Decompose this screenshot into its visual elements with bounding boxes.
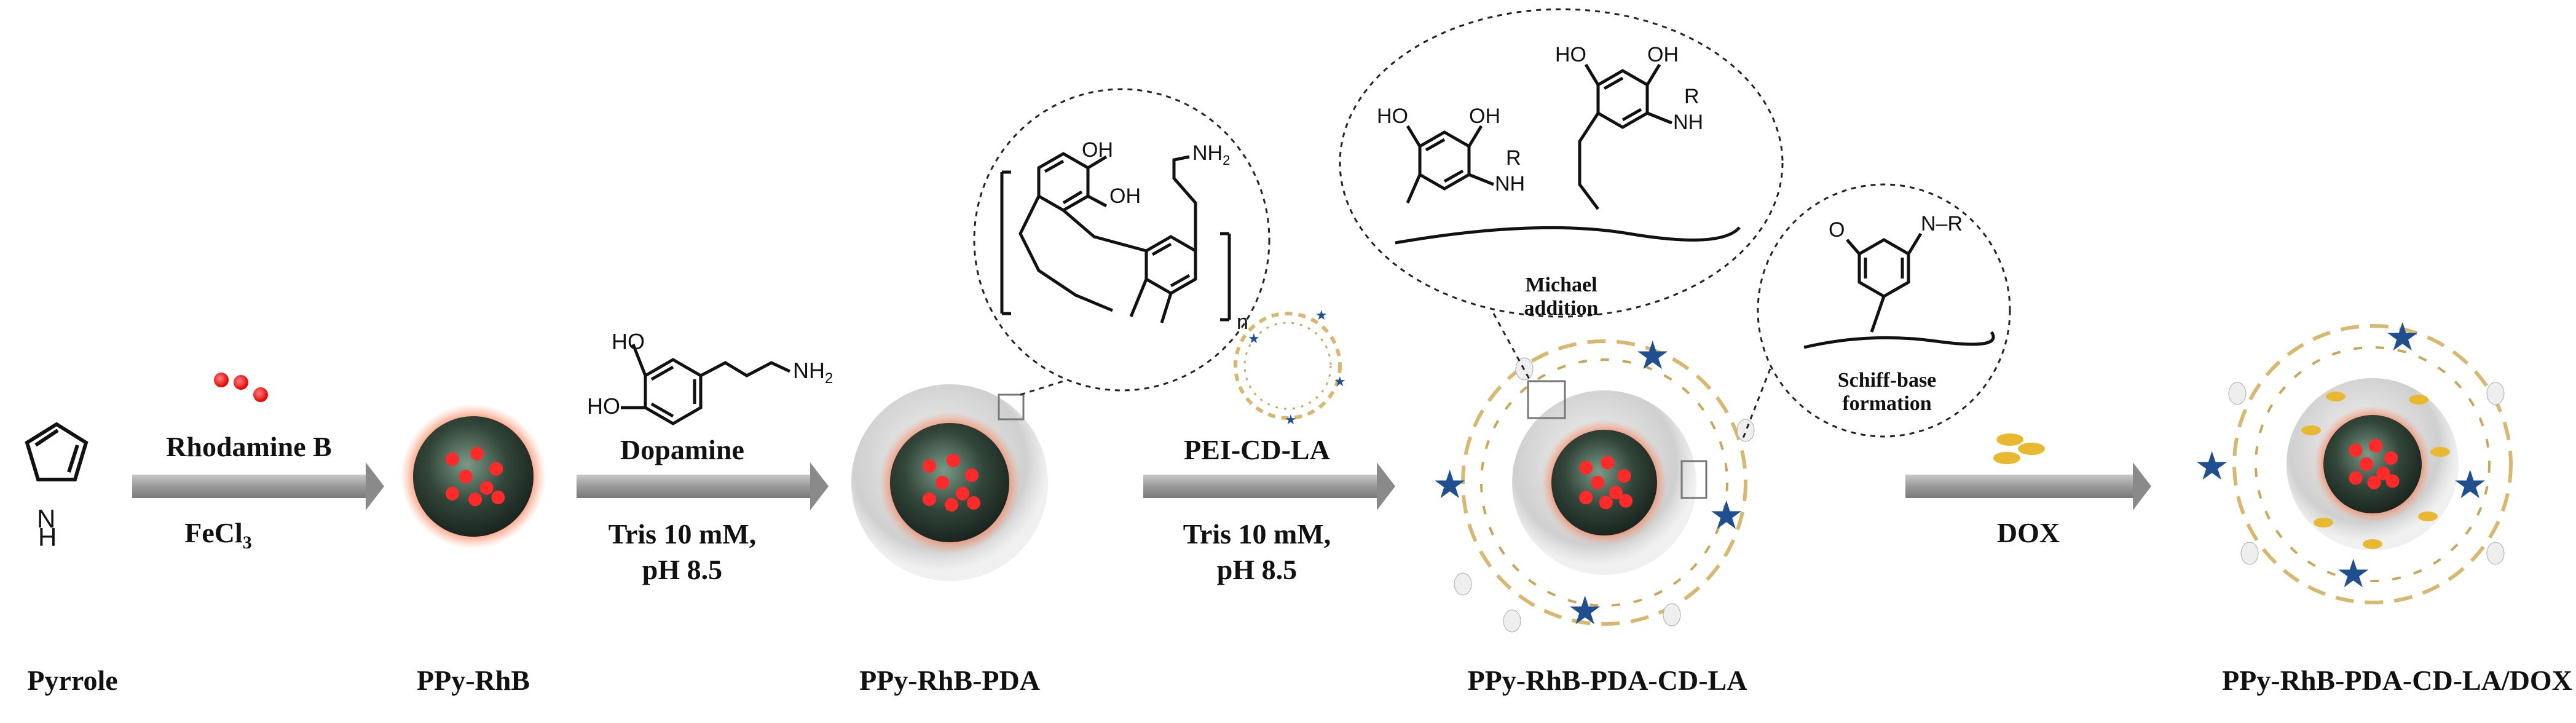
svg-text:★: ★ bbox=[2385, 315, 2420, 359]
rhodamine-dots bbox=[214, 373, 268, 402]
step2-conditions: Tris 10 mM, pH 8.5 bbox=[608, 518, 757, 585]
particle-ppy-rhb bbox=[401, 404, 546, 549]
svg-text:★: ★ bbox=[1285, 412, 1297, 427]
michael-nh2-label: NH bbox=[1673, 111, 1704, 134]
michael-zoom-bubble bbox=[1339, 8, 1784, 382]
svg-text:★: ★ bbox=[1432, 463, 1467, 507]
step3-conditions: Tris 10 mM, pH 8.5 bbox=[1183, 518, 1331, 585]
pyrrole-structure bbox=[25, 422, 89, 481]
compound-ppy-rhb-pda-cd-la: PPy-RhB-PDA-CD-LA bbox=[1467, 665, 1747, 696]
particle-ppy-rhb-pda bbox=[851, 384, 1048, 581]
step4-reagent: DOX bbox=[1996, 517, 2060, 548]
schiff-o-label: O bbox=[1829, 218, 1845, 242]
michael-oh2-label: OH bbox=[1647, 43, 1679, 66]
michael-nh1-label: NH bbox=[1495, 172, 1526, 196]
compound-final: PPy-RhB-PDA-CD-LA/DOX bbox=[2222, 665, 2572, 696]
dopamine-ho2-label: HO bbox=[587, 393, 620, 419]
michael-r2-label: R bbox=[1684, 85, 1700, 108]
svg-text:★: ★ bbox=[2194, 444, 2229, 488]
svg-text:★: ★ bbox=[1248, 331, 1260, 346]
pda-nh2-label: NH2 bbox=[1192, 141, 1231, 168]
pda-oh1-label: OH bbox=[1082, 138, 1113, 162]
compound-ppy-rhb-pda: PPy-RhB-PDA bbox=[859, 665, 1040, 696]
dox-pills bbox=[1993, 433, 2045, 464]
particle-final: ★ ★ ★ ★ bbox=[2194, 315, 2513, 604]
svg-text:★: ★ bbox=[1334, 374, 1346, 389]
pda-oh2-label: OH bbox=[1109, 184, 1141, 208]
svg-text:★: ★ bbox=[2336, 552, 2371, 596]
michael-addition-label: Michael addition bbox=[1524, 274, 1599, 320]
schiff-nr-label: N–R bbox=[1921, 212, 1963, 235]
svg-text:★: ★ bbox=[1635, 334, 1670, 377]
compound-pyrrole: Pyrrole bbox=[27, 665, 118, 696]
michael-r1-label: R bbox=[1506, 146, 1521, 170]
svg-text:★: ★ bbox=[2452, 463, 2487, 507]
michael-oh1-label: OH bbox=[1469, 105, 1500, 128]
particle-ppy-rhb-pda-cd-la: ★ ★ ★ ★ bbox=[1432, 334, 1755, 633]
svg-text:★: ★ bbox=[1709, 494, 1744, 537]
arrow-step4 bbox=[1905, 462, 2151, 510]
step2-reagent: Dopamine bbox=[620, 434, 744, 465]
compound-ppy-rhb: PPy-RhB bbox=[417, 665, 530, 696]
arrow-step2 bbox=[577, 462, 829, 510]
svg-text:★: ★ bbox=[1567, 589, 1602, 633]
step1-reagent: Rhodamine B bbox=[166, 431, 332, 462]
dopamine-nh2-label: NH2 bbox=[793, 358, 833, 387]
step1-catalyst: FeCl3 bbox=[184, 517, 252, 553]
pyrrole-n-label: N bbox=[37, 504, 56, 533]
schiff-zoom-bubble bbox=[1741, 183, 2011, 440]
arrow-step3 bbox=[1143, 462, 1395, 510]
pda-zoom-bubble bbox=[973, 88, 1270, 396]
michael-ho1-label: HO bbox=[1377, 105, 1408, 128]
pda-n-label: n bbox=[1237, 310, 1248, 334]
svg-text:★: ★ bbox=[1315, 307, 1328, 323]
dopamine-structure bbox=[621, 344, 791, 425]
pyrrole-h-label: H bbox=[38, 523, 57, 551]
dopamine-ho1-label: HO bbox=[612, 329, 645, 354]
pei-cd-la-ring: ★ ★ ★ ★ bbox=[1234, 307, 1346, 427]
arrow-step1 bbox=[132, 462, 384, 510]
step3-reagent: PEI-CD-LA bbox=[1184, 434, 1330, 465]
schiff-base-label: Schiff-base formation bbox=[1837, 369, 1937, 415]
michael-ho2-label: HO bbox=[1555, 43, 1586, 66]
